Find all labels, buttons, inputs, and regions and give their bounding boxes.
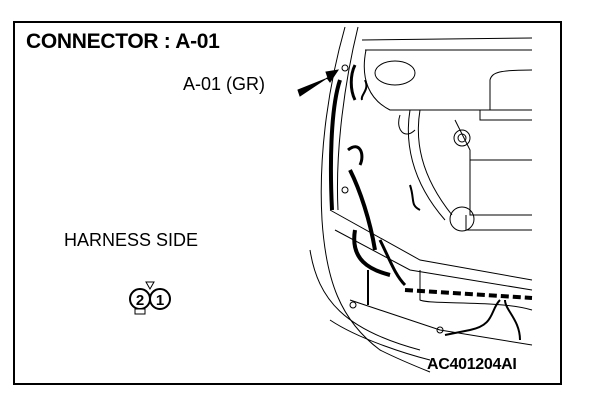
pin-2: 2: [136, 292, 144, 309]
diagram-frame: [13, 21, 562, 385]
connector-title: CONNECTOR : A-01: [26, 30, 220, 53]
connector-callout-label: A-01 (GR): [183, 74, 266, 94]
harness-side-label: HARNESS SIDE: [64, 230, 199, 250]
figure-code: AC401204AI: [427, 356, 517, 373]
pin-1: 1: [156, 292, 164, 309]
arrow-icon: [297, 69, 340, 97]
